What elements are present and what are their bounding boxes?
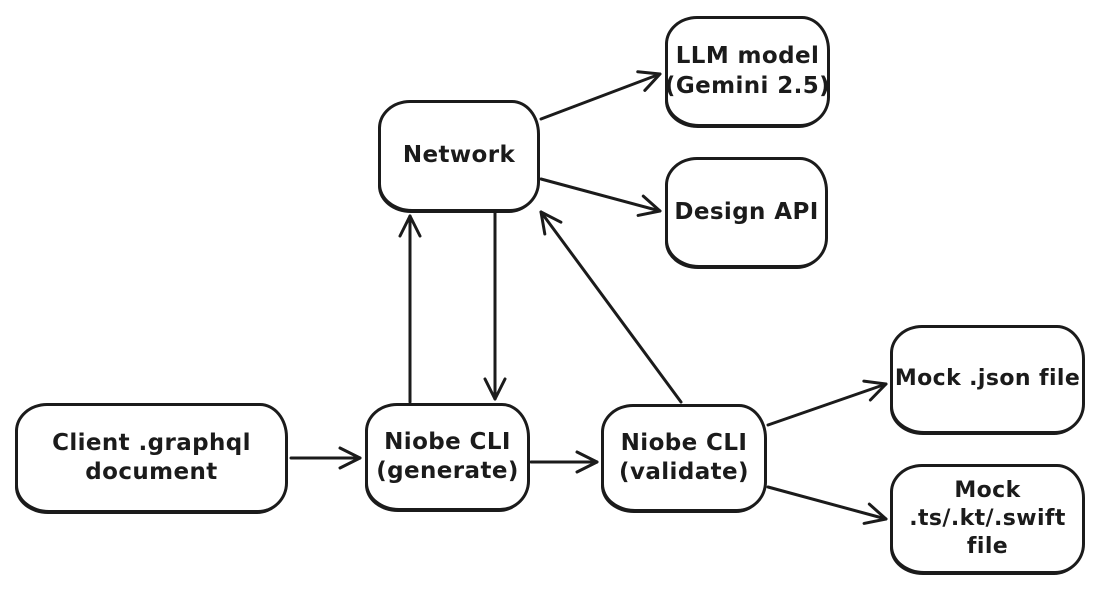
node-niobe-generate-label-line1: Niobe CLI bbox=[384, 428, 511, 455]
node-network: Network bbox=[378, 100, 540, 212]
node-network-label: Network bbox=[402, 142, 516, 169]
node-mock-json-label: Mock .json file bbox=[894, 366, 1081, 392]
node-mock-code-label-line2: .ts/.kt/.swift bbox=[909, 505, 1066, 531]
node-mock-json: Mock .json file bbox=[890, 325, 1085, 434]
node-design-api: Design API bbox=[665, 157, 828, 268]
edge-validate-to-mock-code bbox=[766, 485, 888, 525]
node-client-document-label-line1: Client .graphql bbox=[52, 429, 251, 456]
node-client-document: Client .graphql document bbox=[15, 403, 288, 513]
node-llm-model-label-line2: (Gemini 2.5) bbox=[664, 72, 831, 99]
node-niobe-validate: Niobe CLI (validate) bbox=[601, 404, 767, 512]
node-mock-code-label-line3: file bbox=[966, 534, 1009, 560]
node-niobe-generate: Niobe CLI (generate) bbox=[365, 403, 530, 511]
edge-network-to-design-api bbox=[539, 177, 662, 217]
edge-network-to-llm-model bbox=[539, 70, 662, 121]
node-niobe-generate-label-line2: (generate) bbox=[376, 458, 519, 484]
node-design-api-label: Design API bbox=[674, 198, 819, 225]
edge-validate-to-network bbox=[539, 210, 683, 404]
node-mock-code: Mock .ts/.kt/.swift file bbox=[890, 464, 1085, 574]
node-niobe-validate-label-line1: Niobe CLI bbox=[620, 429, 748, 456]
node-mock-code-label-line1: Mock bbox=[954, 477, 1021, 503]
node-niobe-validate-label-line2: (validate) bbox=[619, 459, 749, 485]
edge-validate-to-mock-json bbox=[766, 379, 888, 427]
node-llm-model-label-line1: LLM model bbox=[675, 43, 820, 70]
node-client-document-label-line2: document bbox=[85, 459, 218, 485]
node-llm-model: LLM model (Gemini 2.5) bbox=[665, 16, 830, 127]
